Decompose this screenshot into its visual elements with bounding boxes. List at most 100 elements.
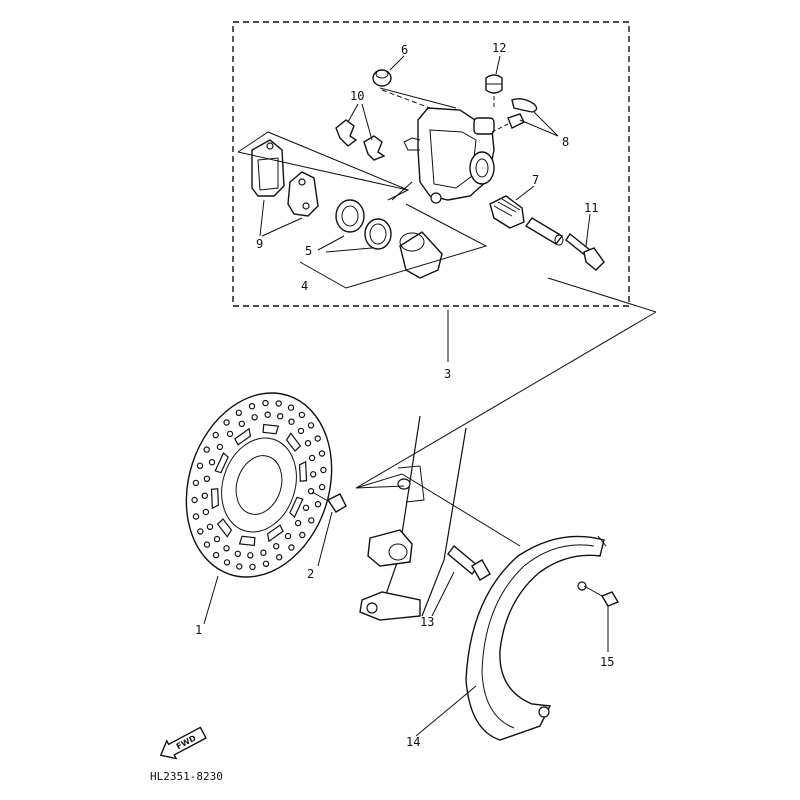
- callout-3: 3: [444, 367, 451, 381]
- pad-clips: [335, 119, 386, 161]
- disc-hole: [216, 443, 224, 451]
- callout-9: 9: [256, 237, 263, 251]
- disc-bolt: [311, 491, 347, 513]
- leader-14: [415, 685, 477, 737]
- disc-slot: [210, 488, 220, 510]
- leader-7: [515, 185, 535, 201]
- disc-hole: [264, 411, 271, 418]
- disc-hole: [202, 508, 210, 516]
- piston: [399, 231, 443, 279]
- disc-slot: [214, 451, 229, 474]
- bleed-cap: [372, 69, 392, 87]
- disc-hole: [308, 517, 315, 524]
- guard-bolt: [447, 544, 491, 581]
- disc-slot: [298, 460, 308, 482]
- disc-hole: [273, 543, 280, 550]
- callout-13: 13: [420, 615, 434, 629]
- disc-hole: [249, 563, 256, 571]
- disc-hole: [299, 531, 306, 539]
- callout-8: 8: [562, 135, 569, 149]
- disc-hole: [304, 440, 312, 447]
- leader-6: [389, 55, 405, 71]
- disc-hole: [192, 513, 200, 520]
- disc-hole: [235, 409, 242, 416]
- disc-hole: [238, 420, 245, 427]
- disc-hole: [262, 399, 269, 407]
- leader-13: [431, 571, 455, 617]
- callout-1: 1: [195, 623, 202, 637]
- leader-12: [495, 55, 501, 75]
- disc-hole: [288, 544, 295, 551]
- disc-hole: [236, 563, 243, 570]
- disc-hole: [247, 552, 254, 559]
- disc-hole: [213, 535, 221, 543]
- guard-screw: [600, 591, 620, 607]
- callout-11: 11: [584, 201, 598, 215]
- slide-pin: [524, 217, 564, 246]
- disc-hole: [276, 554, 283, 561]
- disc-hole: [307, 422, 315, 429]
- disc-hole: [212, 431, 219, 439]
- brake-pad-outer: [287, 171, 319, 217]
- disc-hole: [277, 413, 284, 420]
- pin-boot: [489, 195, 525, 229]
- disc-hole: [197, 528, 204, 535]
- callout-4: 4: [301, 279, 308, 293]
- leader-2: [317, 511, 333, 567]
- leader-1: [203, 575, 219, 625]
- callout-6: 6: [401, 43, 408, 57]
- disc-hole: [287, 404, 295, 411]
- disc-hole: [297, 427, 305, 435]
- disc-guard: [465, 535, 607, 741]
- caliper-body: [403, 107, 495, 204]
- disc-slot: [216, 518, 233, 538]
- brake-pad-inner: [251, 139, 285, 197]
- callout-12: 12: [492, 41, 506, 55]
- disc-hole: [223, 419, 230, 426]
- disc-hole: [318, 483, 326, 491]
- disc-hole: [298, 411, 306, 419]
- leader-8a: [533, 111, 559, 137]
- disc-hole: [226, 430, 234, 438]
- disc-hole: [206, 523, 214, 531]
- disc-slot: [262, 423, 280, 435]
- disc-hole: [320, 466, 327, 474]
- bleed-screw: [507, 97, 538, 129]
- disc-hole: [294, 519, 302, 527]
- disc-hole: [234, 550, 241, 558]
- disc-slot: [238, 535, 256, 547]
- callout-15: 15: [600, 655, 614, 669]
- piston-seals: [335, 199, 392, 250]
- caliper-bolt: [565, 232, 605, 271]
- disc-hole: [314, 501, 322, 508]
- callout-7: 7: [532, 173, 539, 187]
- disc-hole: [251, 414, 258, 421]
- boot: [485, 74, 503, 94]
- leader-8b: [519, 119, 559, 137]
- disc-hole: [223, 545, 230, 552]
- callout-10: 10: [350, 89, 364, 103]
- disc-hole: [260, 549, 267, 556]
- callout-2: 2: [307, 567, 314, 581]
- disc-hole: [203, 446, 210, 453]
- disc-hole: [275, 400, 282, 407]
- brake-disc: [185, 392, 333, 578]
- disc-slot: [266, 524, 284, 543]
- fwd-arrow-icon: FWD: [159, 726, 207, 760]
- disc-hole: [302, 504, 310, 511]
- disc-slot: [289, 496, 304, 519]
- disc-hole: [203, 475, 211, 482]
- disc-hole: [212, 551, 220, 559]
- disc-hole: [248, 403, 256, 410]
- disc-hole: [284, 532, 292, 540]
- disc-hole: [314, 435, 321, 442]
- disc-slot: [285, 432, 302, 452]
- leader-11: [585, 213, 591, 247]
- callout-5: 5: [305, 244, 312, 258]
- front-fork: [359, 415, 467, 621]
- callout-14: 14: [406, 735, 420, 749]
- leader-10a: [347, 103, 359, 123]
- disc-hole: [318, 450, 326, 457]
- disc-hole: [196, 462, 204, 469]
